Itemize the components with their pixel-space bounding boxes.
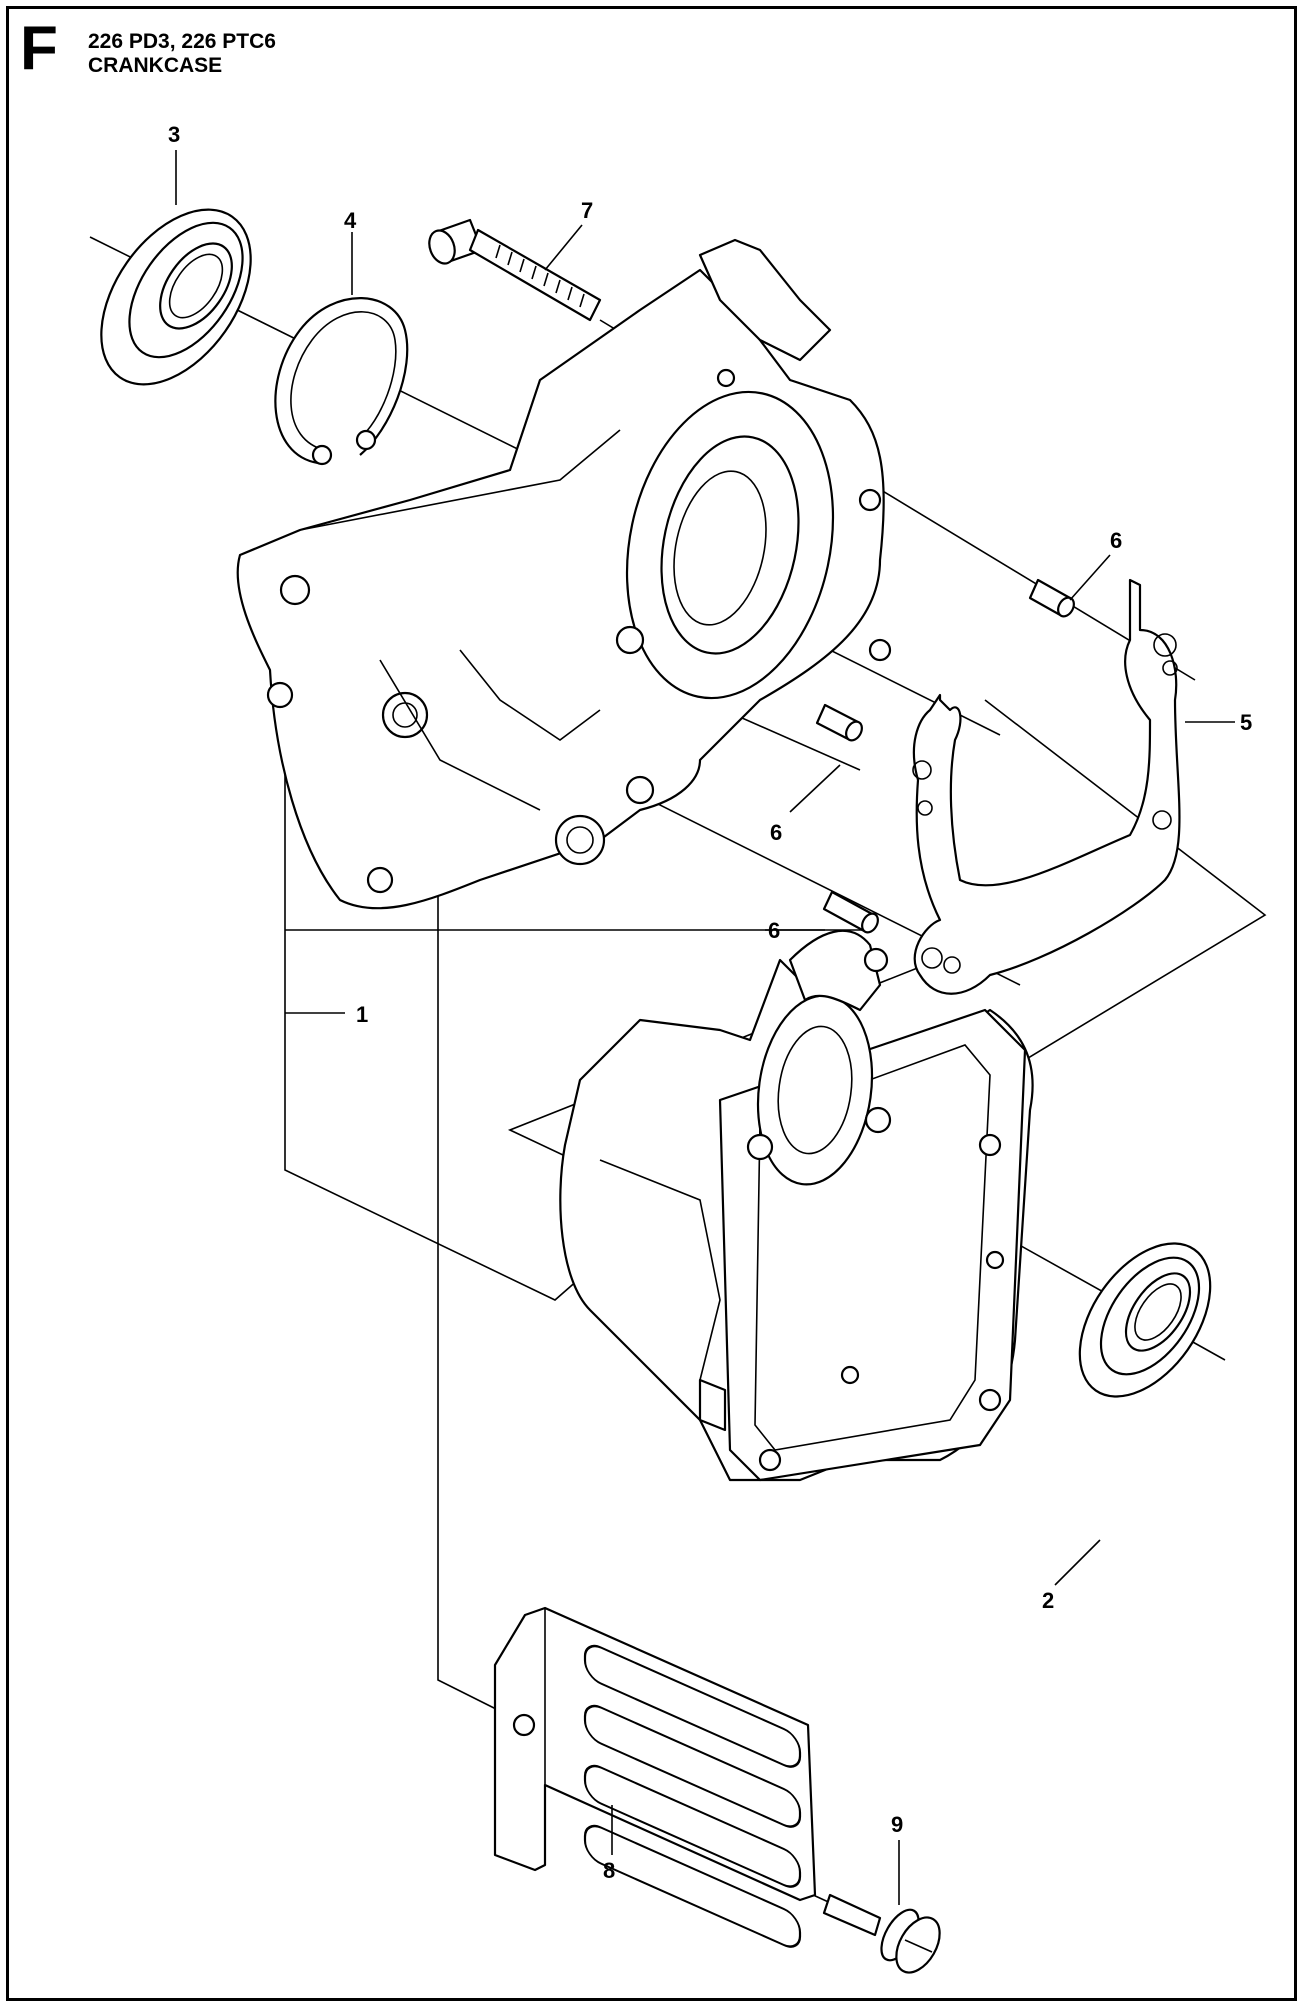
screw-short — [822, 1893, 941, 1974]
screw-long — [428, 218, 602, 322]
callout-3: 3 — [168, 122, 180, 147]
model-line: 226 PD3, 226 PTC6 — [88, 30, 276, 53]
oil-seal-upper — [100, 208, 252, 386]
callout-5: 5 — [1240, 710, 1252, 735]
callout-8: 8 — [603, 1858, 615, 1883]
callout-4: 4 — [344, 208, 357, 233]
crankcase-lower-half — [559, 929, 1034, 1482]
callout-7: 7 — [581, 198, 593, 223]
circlip — [274, 297, 409, 466]
callout-9: 9 — [891, 1812, 903, 1837]
callout-numbers: 3 4 7 6 5 6 6 1 2 8 9 — [168, 122, 1252, 1883]
page-frame — [6, 6, 1297, 2001]
callout-2: 2 — [1042, 1588, 1054, 1613]
dowel-pin-3 — [822, 890, 879, 934]
callout-1: 1 — [356, 1002, 368, 1027]
dowel-pin-2 — [815, 703, 863, 742]
heat-shield-plate — [493, 1606, 817, 1948]
oil-seal-lower — [1078, 1242, 1212, 1398]
title-block: 226 PD3, 226 PTC6 CRANKCASE — [88, 30, 276, 78]
section-letter: F — [20, 14, 58, 83]
callout-6a: 6 — [1110, 528, 1122, 553]
callout-6c: 6 — [768, 918, 780, 943]
callout-6b: 6 — [770, 820, 782, 845]
callout-leaders — [175, 150, 1235, 1905]
crankcase-upper-half — [236, 238, 892, 910]
gasket — [912, 578, 1181, 995]
assembly-name: CRANKCASE — [88, 54, 223, 77]
